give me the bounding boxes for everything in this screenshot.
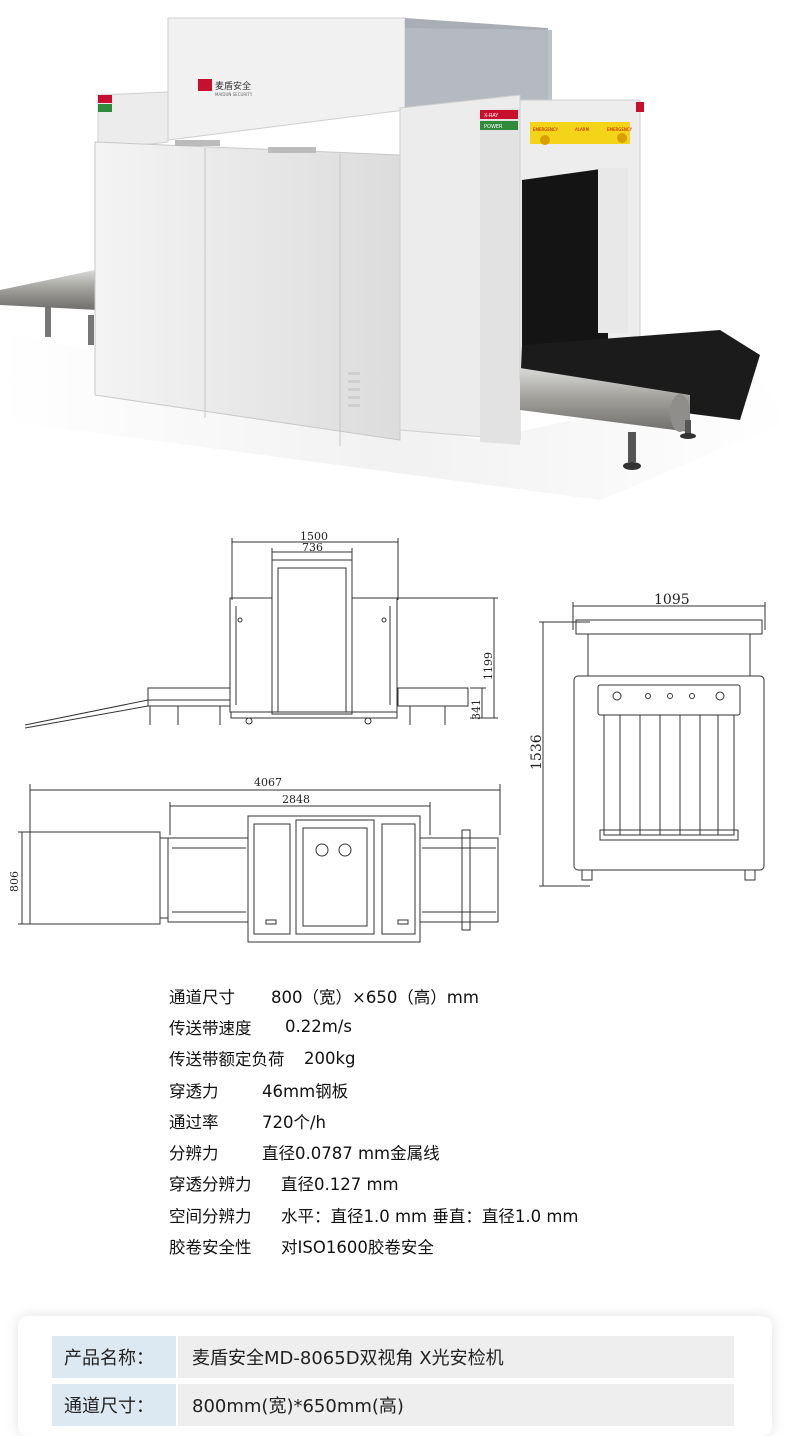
spec-value: 200kg	[304, 1048, 356, 1068]
top-body-length-label: 2848	[282, 793, 310, 806]
emergency-label-right: EMERGENCY	[607, 127, 633, 132]
emergency-button-left-icon	[540, 135, 550, 145]
info-value: 麦盾安全MD-8065D双视角 X光安检机	[178, 1336, 734, 1378]
brand-logo: 麦盾安全 MAIDUN SECURITY	[198, 79, 253, 97]
front-height-label: 1199	[482, 652, 495, 680]
spec-value: 直径0.0787 mm金属线	[262, 1144, 440, 1164]
emergency-label-left: EMERGENCY	[533, 127, 559, 132]
front-width-label: 1500	[300, 530, 328, 543]
front-belt-height-label: 341	[470, 699, 483, 720]
spec-label: 胶卷安全性	[169, 1238, 252, 1258]
spec-label: 通过率	[169, 1112, 219, 1132]
spec-row: 空间分辨力 水平：直径1.0 mm 垂直：直径1.0 mm	[169, 1199, 729, 1230]
spec-value: 对ISO1600胶卷安全	[281, 1238, 434, 1258]
spec-row: 胶卷安全性 对ISO1600胶卷安全	[169, 1230, 729, 1261]
logo-text: 麦盾安全	[215, 80, 251, 92]
spec-value: 720个/h	[262, 1112, 327, 1132]
info-label: 通道尺寸：	[52, 1384, 176, 1426]
spec-label: 分辨力	[169, 1144, 219, 1164]
technical-drawings: 1500 736 1199 341 1095 1536 4067 2848 80…	[8, 530, 766, 943]
product-info-card: 产品名称： 麦盾安全MD-8065D双视角 X光安检机 通道尺寸： 800mm(…	[18, 1316, 772, 1436]
spec-label: 传送带速度	[169, 1018, 252, 1038]
spec-label: 穿透分辨力	[169, 1175, 252, 1195]
info-row-product-name: 产品名称： 麦盾安全MD-8065D双视角 X光安检机	[52, 1336, 734, 1378]
top-depth-label: 806	[8, 871, 21, 892]
power-label: POWER	[484, 124, 503, 130]
spec-label: 穿透力	[169, 1081, 219, 1101]
spec-row: 穿透力 46mm钢板	[169, 1074, 729, 1105]
spec-list: 通道尺寸 800（宽）×650（高）mm 传送带速度 0.22m/s 传送带额定…	[169, 980, 729, 1262]
info-value: 800mm(宽)*650mm(高)	[178, 1384, 734, 1426]
product-photo: 麦盾安全 MAIDUN SECURITY X-RAY POWER EMERGEN…	[0, 17, 790, 500]
spec-label: 通道尺寸	[169, 987, 235, 1007]
spec-row: 通道尺寸 800（宽）×650（高）mm	[169, 980, 729, 1011]
spec-row: 分辨力 直径0.0787 mm金属线	[169, 1136, 729, 1167]
spec-value: 46mm钢板	[262, 1081, 349, 1101]
spec-row: 穿透分辨力 直径0.127 mm	[169, 1168, 729, 1199]
xray-label: X-RAY	[484, 113, 499, 119]
spec-value: 直径0.127 mm	[281, 1175, 399, 1195]
info-row-channel-size: 通道尺寸： 800mm(宽)*650mm(高)	[52, 1384, 734, 1426]
spec-label: 空间分辨力	[169, 1206, 252, 1226]
alarm-label: ALARM	[575, 127, 590, 132]
spec-value: 水平：直径1.0 mm 垂直：直径1.0 mm	[281, 1206, 579, 1226]
logo-subtext: MAIDUN SECURITY	[215, 92, 253, 97]
side-width-label: 1095	[654, 592, 690, 608]
side-view-drawing	[539, 602, 766, 887]
spec-row: 通过率 720个/h	[169, 1105, 729, 1136]
front-view-drawing	[24, 538, 498, 729]
spec-value: 800（宽）×650（高）mm	[271, 987, 479, 1007]
side-height-label: 1536	[529, 734, 545, 770]
top-total-length-label: 4067	[254, 776, 282, 789]
spec-value: 0.22m/s	[285, 1017, 352, 1037]
spec-label: 传送带额定负荷	[169, 1050, 285, 1070]
top-view-drawing	[18, 784, 501, 943]
spec-row: 传送带额定负荷 200kg	[169, 1043, 729, 1074]
spec-row: 传送带速度 0.22m/s	[169, 1011, 729, 1042]
info-label: 产品名称：	[52, 1336, 176, 1378]
front-center-width-label: 736	[302, 541, 323, 554]
emergency-button-right-icon	[617, 133, 627, 143]
